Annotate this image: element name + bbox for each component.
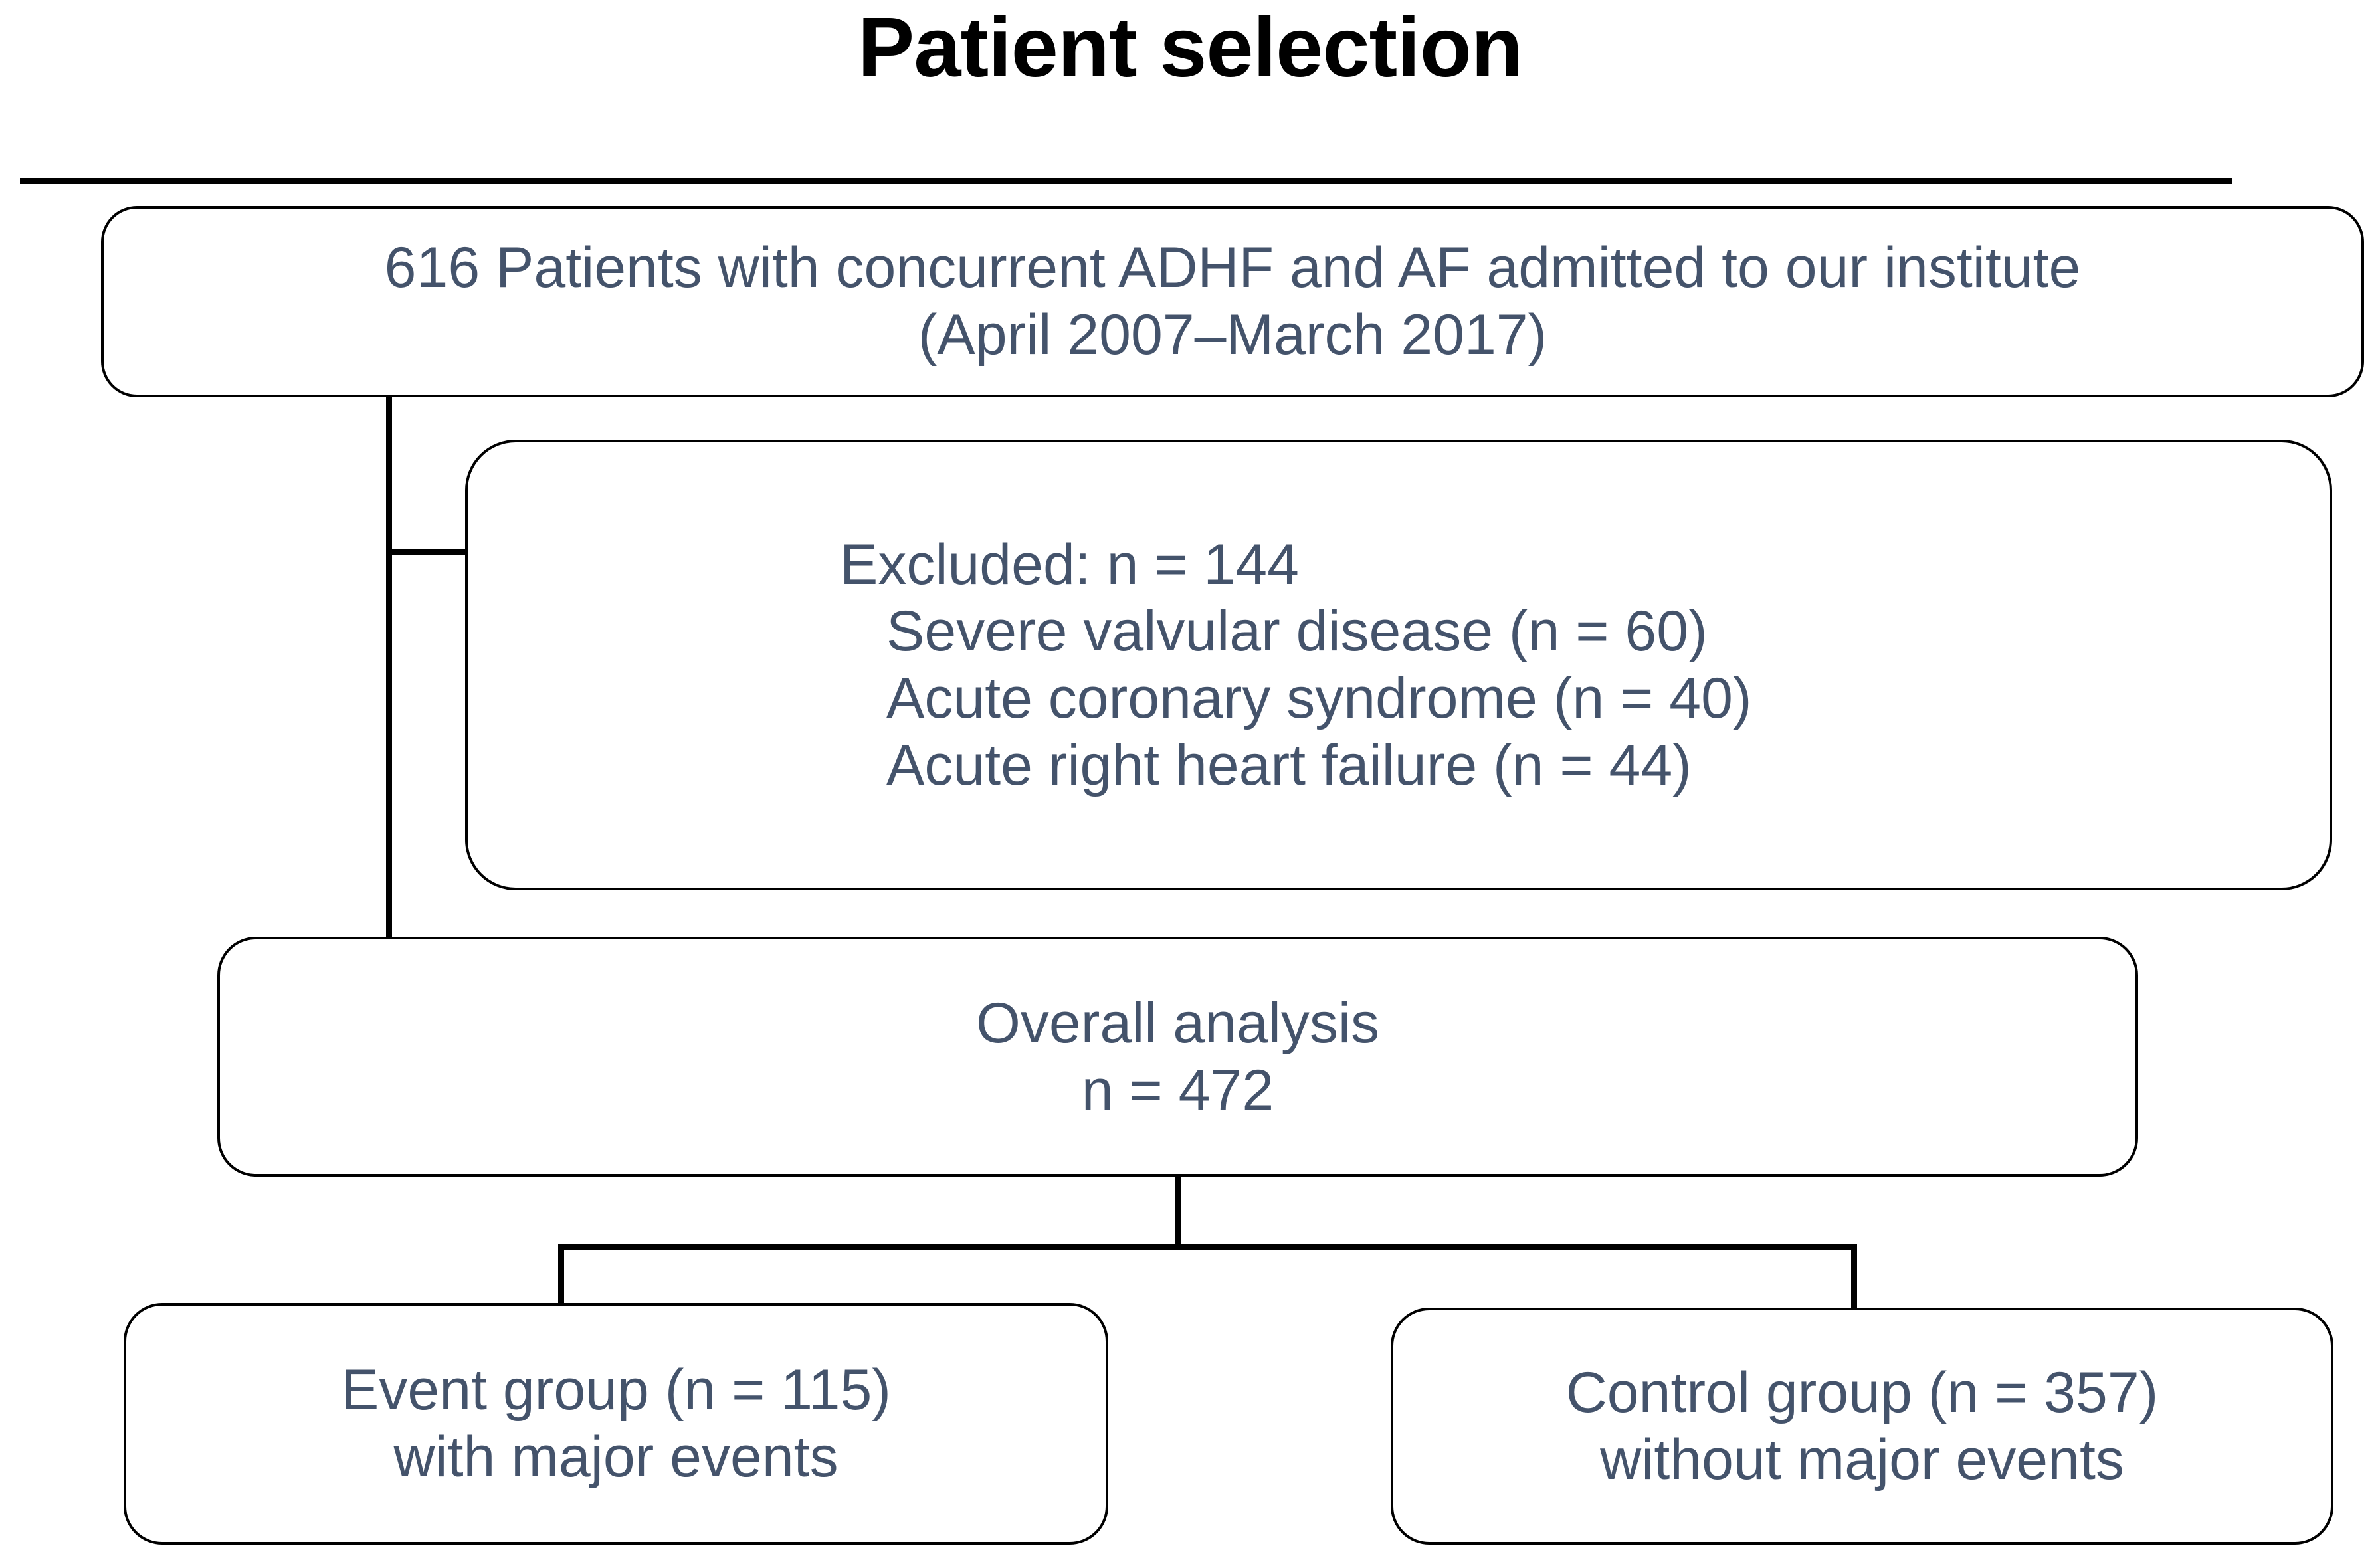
node-overall-analysis: Overall analysis n = 472 (217, 937, 2138, 1177)
node-excluded-reason-3: Acute right heart failure (n = 44) (886, 733, 1692, 797)
node-control-group: Control group (n = 357) without major ev… (1391, 1308, 2333, 1545)
node-overall-count: n = 472 (1081, 1058, 1274, 1122)
connector-overall-split-stem (1175, 1177, 1181, 1248)
page-title: Patient selection (857, 0, 1523, 95)
connector-overall-to-event (558, 1244, 564, 1307)
connector-source-to-overall (386, 397, 392, 939)
node-control-label: Control group (n = 357) (1565, 1360, 2159, 1424)
node-event-group: Event group (n = 115) with major events (124, 1303, 1108, 1545)
node-control-sublabel: without major events (1600, 1427, 2124, 1492)
node-excluded-heading: Excluded: n = 144 (840, 532, 1299, 597)
node-source-cohort: 616 Patients with concurrent ADHF and AF… (101, 206, 2364, 397)
node-source-line-1: 616 Patients with concurrent ADHF and AF… (384, 236, 2081, 300)
title-divider (20, 178, 2232, 184)
node-overall-label: Overall analysis (976, 991, 1379, 1055)
node-excluded-reason-1: Severe valvular disease (n = 60) (886, 599, 1708, 664)
node-excluded-reason-2: Acute coronary syndrome (n = 40) (886, 666, 1752, 730)
connector-overall-split-bar (558, 1244, 1857, 1250)
node-event-sublabel: with major events (393, 1425, 839, 1489)
node-source-line-2: (April 2007–March 2017) (918, 303, 1547, 367)
node-event-label: Event group (n = 115) (341, 1358, 891, 1422)
connector-overall-to-control (1851, 1244, 1857, 1310)
node-excluded: Excluded: n = 144 Severe valvular diseas… (465, 440, 2332, 890)
connector-source-to-excluded (386, 549, 468, 555)
